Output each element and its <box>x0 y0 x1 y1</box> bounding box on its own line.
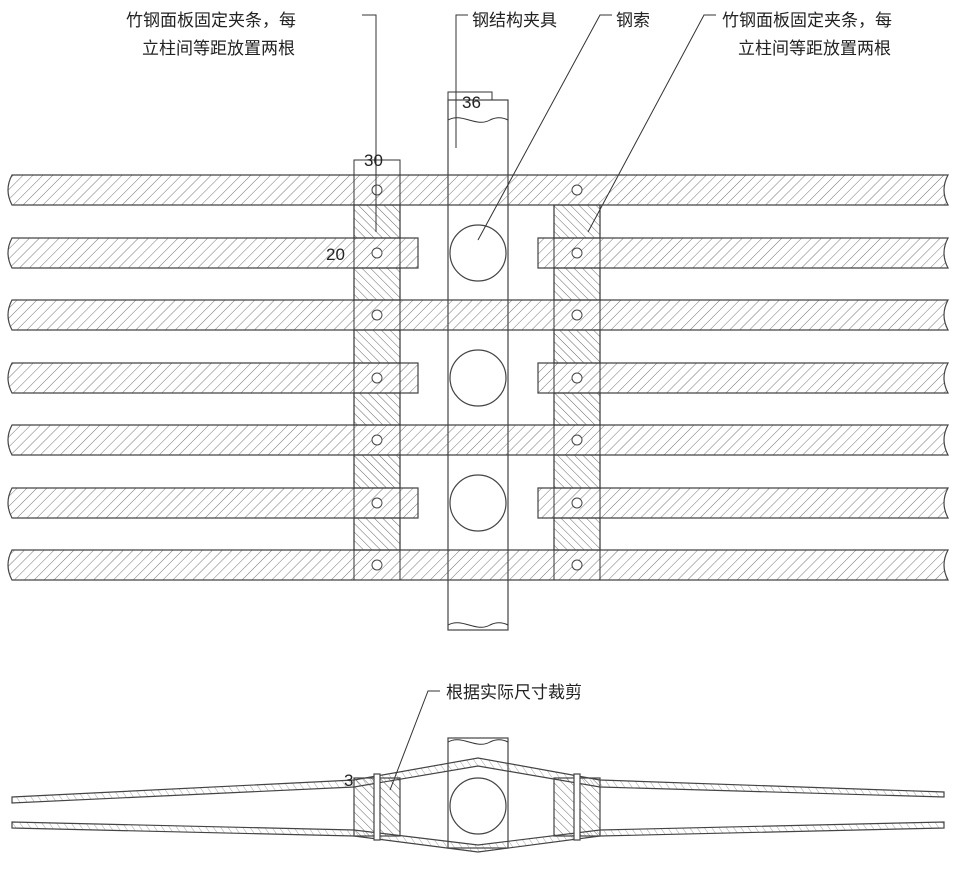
bolt-hole <box>571 434 583 446</box>
dimension-gap: 3 <box>344 771 353 790</box>
board-row-4-left <box>7 362 419 394</box>
clip-strip-left-seg <box>353 454 401 489</box>
board-row-2-right <box>537 237 949 269</box>
dimension-clamp-width: 36 <box>462 93 481 112</box>
board-row-1 <box>7 174 949 206</box>
section-steel-cable <box>449 777 507 835</box>
steel-cable-circle <box>449 474 507 532</box>
bolt-hole <box>371 559 383 571</box>
steel-cable-circle <box>449 349 507 407</box>
leader-lines <box>362 14 716 241</box>
section-bolt-left <box>373 773 381 841</box>
split-boards <box>7 237 949 519</box>
full-boards <box>7 174 949 581</box>
top-view: 竹钢面板固定夹条，每 立柱间等距放置两根 钢结构夹具 钢索 竹钢面板固定夹条，每… <box>7 11 949 631</box>
clip-strip-left-seg <box>353 204 401 239</box>
steel-clamp-label: 钢结构夹具 <box>472 11 557 31</box>
bolt-hole <box>571 184 583 196</box>
leader-steel-cable <box>477 14 612 241</box>
dimension-strip-width: 30 <box>364 151 383 170</box>
bolt-hole <box>371 372 383 384</box>
clip-strip-right-label-line1: 竹钢面板固定夹条，每 <box>722 11 892 31</box>
clip-strip-left-seg <box>353 392 401 426</box>
board-row-4-right <box>537 362 949 394</box>
section-bolt-right <box>573 773 581 841</box>
board-row-6-left <box>7 487 419 519</box>
clip-strip-right-seg <box>553 329 601 364</box>
clip-strip-left-label-line1: 竹钢面板固定夹条，每 <box>126 11 296 31</box>
bolt-hole <box>571 559 583 571</box>
clip-strip-right-seg <box>553 267 601 301</box>
dimension-markers <box>353 91 493 175</box>
clip-strip-right-seg <box>553 517 601 551</box>
bolt-holes <box>371 184 583 571</box>
column-break-line-bottom <box>447 622 509 628</box>
bolt-hole <box>371 247 383 259</box>
column-break-line-top <box>447 117 509 123</box>
board-row-6-right <box>537 487 949 519</box>
bolt-hole <box>571 247 583 259</box>
bolt-hole <box>371 434 383 446</box>
clip-strip-left-label-line2: 立柱间等距放置两根 <box>142 39 295 59</box>
clip-strip-left-seg <box>353 517 401 551</box>
clip-strips <box>353 160 601 580</box>
section-board-upper <box>11 757 945 804</box>
clip-strip-right-seg <box>553 454 601 489</box>
bolt-hole <box>371 309 383 321</box>
leader-cut-note <box>389 690 440 791</box>
board-row-2-left <box>7 237 419 269</box>
clip-strip-right-label-line2: 立柱间等距放置两根 <box>738 39 891 59</box>
clip-strip-left-seg <box>353 267 401 301</box>
cut-note-label: 根据实际尺寸裁剪 <box>446 683 582 703</box>
section-board-lower <box>11 821 945 853</box>
clip-strip-right-seg <box>553 392 601 426</box>
steel-cable-label: 钢索 <box>616 11 650 31</box>
section-column-break-top <box>447 739 509 745</box>
bolt-hole <box>371 497 383 509</box>
bolt-hole <box>571 497 583 509</box>
board-row-3 <box>7 299 949 331</box>
bolt-hole <box>371 184 383 196</box>
dimension-strip-thickness: 20 <box>326 245 345 264</box>
board-row-7 <box>7 549 949 581</box>
leader-steel-clamp <box>455 14 468 148</box>
steel-cable-circle <box>449 224 507 282</box>
bolt-hole <box>571 372 583 384</box>
leader-clip-strip-left <box>362 14 377 232</box>
board-row-5 <box>7 424 949 456</box>
section-view: 根据实际尺寸裁剪 3 <box>11 683 945 853</box>
leader-clip-strip-right <box>587 14 716 233</box>
clip-strip-left-seg <box>353 329 401 364</box>
bolt-hole <box>571 309 583 321</box>
steel-cables <box>449 224 507 532</box>
